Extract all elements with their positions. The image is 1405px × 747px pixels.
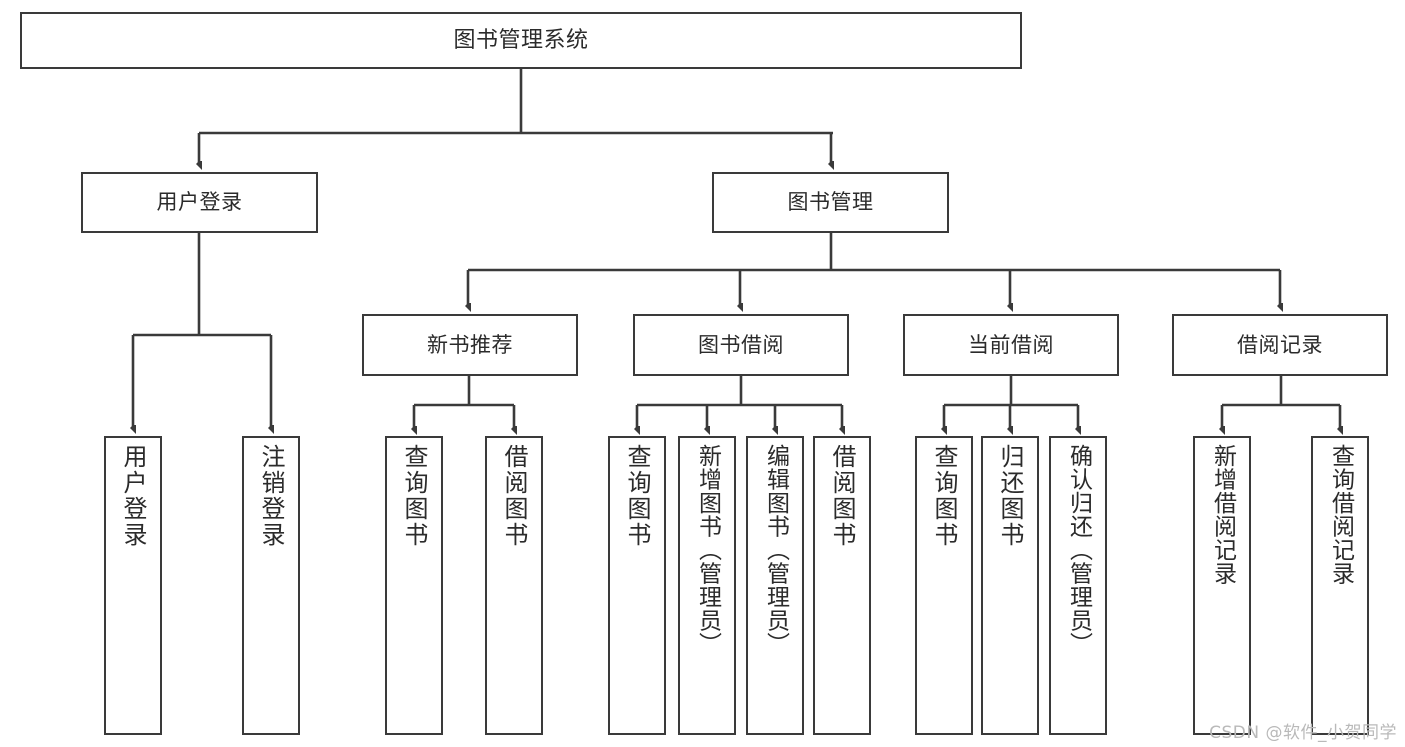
node-label: 借阅图书 (828, 444, 856, 548)
node-label: 借阅图书 (500, 444, 528, 548)
node-borrow-record[interactable]: 借阅记录 (1172, 314, 1388, 376)
node-leaf-confirm-return[interactable]: 确认归还（管理员） (1049, 436, 1107, 735)
node-label: 新书推荐 (427, 332, 513, 357)
node-leaf-return-book[interactable]: 归还图书 (981, 436, 1039, 735)
node-label: 新增图书（管理员） (694, 444, 721, 656)
node-label: 图书管理系统 (453, 27, 589, 53)
node-leaf-query-record[interactable]: 查询借阅记录 (1311, 436, 1369, 735)
node-label: 注销登录 (257, 444, 285, 548)
node-leaf-add-record[interactable]: 新增借阅记录 (1193, 436, 1251, 735)
node-label: 图书借阅 (698, 332, 784, 357)
node-label: 查询图书 (400, 444, 428, 548)
node-new-book-recommend[interactable]: 新书推荐 (362, 314, 578, 376)
node-label: 借阅记录 (1237, 332, 1323, 357)
node-label: 当前借阅 (968, 332, 1054, 357)
node-label: 查询图书 (623, 444, 651, 548)
node-leaf-borrow-book-2[interactable]: 借阅图书 (813, 436, 871, 735)
node-book-borrow[interactable]: 图书借阅 (633, 314, 849, 376)
csdn-watermark: CSDN @软件_小贺同学 (1209, 723, 1397, 743)
node-label: 归还图书 (996, 444, 1024, 548)
node-user-login[interactable]: 用户登录 (81, 172, 318, 233)
node-current-borrow[interactable]: 当前借阅 (903, 314, 1119, 376)
node-label: 编辑图书（管理员） (762, 444, 789, 656)
node-label: 用户登录 (156, 190, 243, 215)
node-label: 新增借阅记录 (1209, 444, 1236, 585)
node-root-system[interactable]: 图书管理系统 (20, 12, 1022, 69)
node-leaf-add-book[interactable]: 新增图书（管理员） (678, 436, 736, 735)
node-label: 确认归还（管理员） (1065, 444, 1092, 656)
node-label: 查询图书 (930, 444, 958, 548)
node-leaf-query-book-2[interactable]: 查询图书 (608, 436, 666, 735)
node-leaf-borrow-book-1[interactable]: 借阅图书 (485, 436, 543, 735)
node-book-manage[interactable]: 图书管理 (712, 172, 949, 233)
node-leaf-user-login[interactable]: 用户登录 (104, 436, 162, 735)
node-label: 查询借阅记录 (1327, 444, 1354, 585)
node-label: 用户登录 (119, 444, 147, 548)
node-label: 图书管理 (787, 190, 874, 215)
node-leaf-edit-book[interactable]: 编辑图书（管理员） (746, 436, 804, 735)
node-leaf-query-book-1[interactable]: 查询图书 (385, 436, 443, 735)
node-leaf-query-book-3[interactable]: 查询图书 (915, 436, 973, 735)
node-leaf-logout[interactable]: 注销登录 (242, 436, 300, 735)
